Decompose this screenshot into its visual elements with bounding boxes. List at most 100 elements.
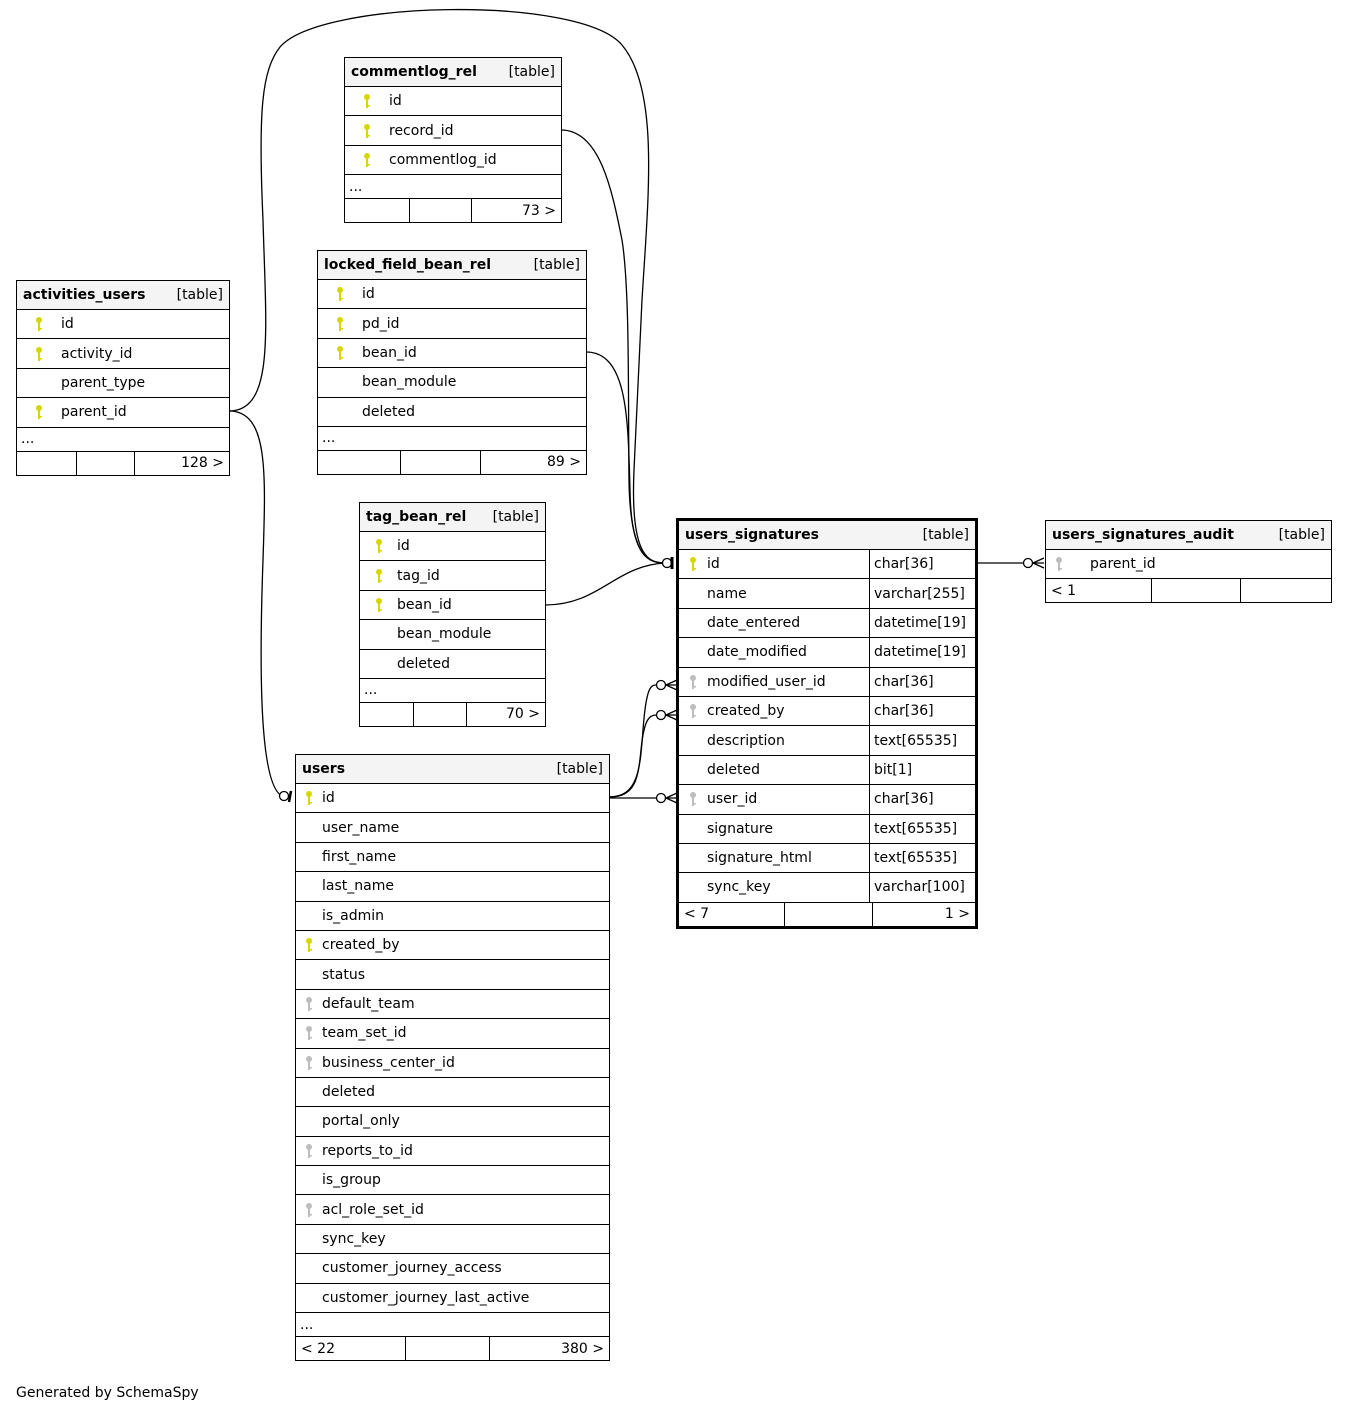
parents-count[interactable] [318, 450, 401, 474]
table-header[interactable]: activities_users[table] [17, 281, 229, 310]
column-row[interactable]: default_team [296, 990, 609, 1020]
column-row[interactable]: id [296, 784, 609, 814]
column-row[interactable]: tag_id [360, 561, 545, 591]
column-row[interactable]: business_center_id [296, 1049, 609, 1078]
edge-locked-field-to-users-signatures [585, 351, 667, 564]
column-row[interactable]: bean_module [360, 620, 545, 650]
column-row[interactable]: bean_id [318, 339, 586, 369]
column-row[interactable]: sync_key [296, 1225, 609, 1255]
more-columns[interactable]: ... [360, 679, 545, 703]
columns-cell [410, 199, 472, 223]
foreign-key-icon [296, 996, 322, 1012]
children-count[interactable]: 70 > [506, 706, 540, 723]
column-name: first_name [322, 848, 397, 865]
column-row[interactable]: id [17, 310, 229, 340]
column-row[interactable]: deleted [318, 398, 586, 427]
column-row[interactable]: status [296, 960, 609, 990]
table-header[interactable]: tag_bean_rel[table] [360, 503, 545, 532]
column-row[interactable]: pd_id [318, 309, 586, 339]
column-row[interactable]: record_id [345, 116, 561, 146]
column-type: char[36] [869, 785, 975, 814]
table-users-signatures-audit[interactable]: users_signatures_audit[table]parent_id< … [1045, 520, 1332, 604]
parents-count[interactable]: < 1 [1046, 579, 1152, 603]
column-row[interactable]: first_name [296, 843, 609, 873]
column-row[interactable]: id [360, 532, 545, 562]
column-row[interactable]: activity_id [17, 339, 229, 369]
column-name: id [707, 556, 720, 573]
column-row[interactable]: reports_to_id [296, 1137, 609, 1167]
column-row[interactable]: created_by [296, 931, 609, 961]
column-row[interactable]: parent_id [17, 398, 229, 428]
more-columns[interactable]: ... [17, 428, 229, 452]
foreign-key-icon [679, 703, 707, 719]
column-row[interactable]: team_set_id [296, 1019, 609, 1049]
more-columns[interactable]: ... [296, 1313, 609, 1338]
primary-key-icon [318, 286, 362, 302]
column-row[interactable]: commentlog_id [345, 146, 561, 176]
children-count[interactable]: 73 > [522, 202, 556, 219]
column-row[interactable]: parent_id [1046, 550, 1331, 580]
parents-count[interactable] [345, 199, 410, 223]
column-row[interactable]: portal_only [296, 1107, 609, 1137]
children-count[interactable]: 380 > [561, 1340, 604, 1357]
table-header[interactable]: commentlog_rel[table] [345, 58, 561, 87]
table-header[interactable]: users_signatures[table] [679, 521, 975, 550]
parents-count[interactable]: < 22 [296, 1337, 406, 1361]
table-header[interactable]: locked_field_bean_rel[table] [318, 251, 586, 280]
column-row[interactable]: is_admin [296, 902, 609, 931]
column-type: char[36] [869, 696, 975, 726]
column-row[interactable]: id [345, 87, 561, 117]
column-row[interactable]: customer_journey_access [296, 1254, 609, 1284]
column-row[interactable]: parent_type [17, 369, 229, 399]
column-name: bean_id [362, 344, 417, 361]
children-count[interactable]: 128 > [181, 455, 224, 472]
column-row[interactable]: last_name [296, 872, 609, 902]
column-type: char[36] [869, 667, 975, 696]
more-columns[interactable]: ... [318, 427, 586, 451]
column-row[interactable]: user_name [296, 813, 609, 843]
parents-count[interactable] [360, 702, 414, 726]
table-header[interactable]: users[table] [296, 755, 609, 784]
column-row[interactable]: bean_module [318, 368, 586, 398]
table-kind: [table] [556, 761, 603, 777]
column-name: user_id [707, 791, 758, 808]
column-row[interactable]: customer_journey_last_active [296, 1284, 609, 1314]
column-row[interactable]: deleted [360, 650, 545, 679]
column-row[interactable]: is_group [296, 1166, 609, 1196]
column-name: acl_role_set_id [322, 1201, 424, 1218]
column-row[interactable]: user_id char[36] [679, 785, 975, 815]
table-header[interactable]: users_signatures_audit[table] [1046, 521, 1331, 550]
column-name: date_modified [707, 644, 807, 661]
column-name: customer_journey_access [322, 1260, 502, 1277]
children-count[interactable]: 1 > [944, 906, 970, 923]
more-columns[interactable]: ... [345, 175, 561, 200]
column-name: deleted [362, 403, 415, 420]
parents-count[interactable] [17, 451, 77, 475]
column-row[interactable]: bean_id [360, 591, 545, 621]
children-count[interactable] [1241, 579, 1331, 602]
table-footer: 73 > [345, 199, 561, 223]
column-row[interactable]: deleted [296, 1078, 609, 1108]
children-count[interactable]: 89 > [547, 454, 581, 471]
primary-key-icon [296, 937, 322, 953]
column-row[interactable]: acl_role_set_id [296, 1195, 609, 1225]
column-row[interactable]: id [318, 280, 586, 310]
parents-count[interactable]: < 7 [679, 902, 785, 926]
